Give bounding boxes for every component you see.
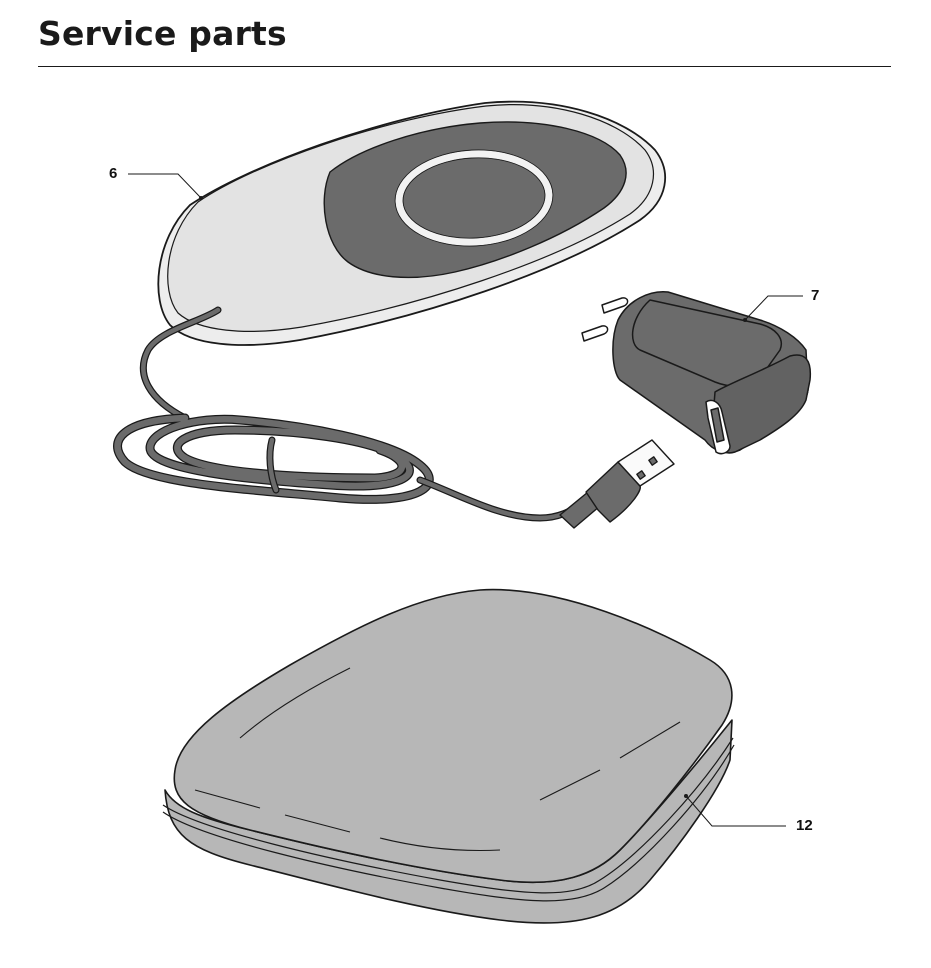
callout-label-travel-case: 12 (796, 817, 813, 834)
callout-dot-7 (743, 318, 747, 322)
charging-pad (157, 100, 667, 346)
usb-plug (559, 439, 675, 529)
callout-label-charger-pad: 6 (109, 165, 118, 182)
callout-leaders (128, 173, 803, 827)
callout-leader-12 (685, 795, 786, 827)
callout-dot-12 (684, 794, 688, 798)
travel-case (162, 588, 735, 924)
callout-leader-7 (744, 295, 803, 321)
callout-leader-6 (128, 173, 202, 199)
callout-label-power-adapter: 7 (811, 287, 820, 304)
title-divider (38, 66, 891, 67)
power-adapter (581, 291, 812, 455)
callout-dot-6 (199, 196, 203, 200)
page-title: Service parts (38, 14, 287, 53)
usb-cable (113, 306, 584, 522)
